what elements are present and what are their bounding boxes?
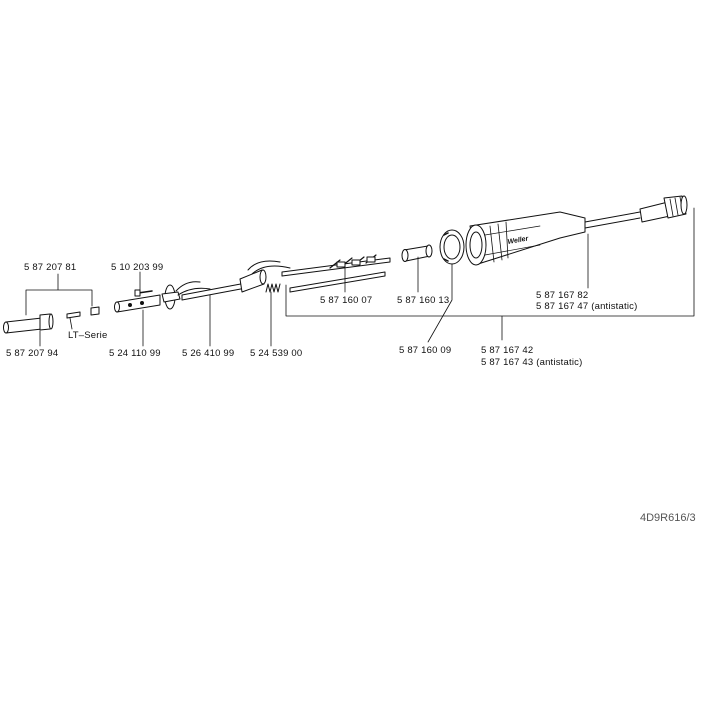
coupling-nut <box>439 229 465 265</box>
label-lt-serie: LT–Serie <box>68 330 108 341</box>
flange <box>161 281 211 310</box>
brand-mark: Weller <box>507 235 530 246</box>
label-5-87-207-94: 5 87 207 94 <box>6 348 59 359</box>
handle: Weller <box>465 211 586 266</box>
drawing-code: 4D9R616/3 <box>640 512 696 524</box>
label-5-87-167-82: 5 87 167 82 <box>536 290 589 301</box>
cable-connector <box>584 195 688 229</box>
label-5-24-539-00: 5 24 539 00 <box>250 348 303 359</box>
label-5-87-160-13: 5 87 160 13 <box>397 295 450 306</box>
leader-lines <box>25 207 695 347</box>
shaft <box>181 260 291 301</box>
contact-carrier <box>281 254 391 293</box>
spring <box>265 283 281 293</box>
heating-tube <box>114 294 161 313</box>
label-5-87-167-43: 5 87 167 43 (antistatic) <box>481 357 583 368</box>
label-5-87-207-81: 5 87 207 81 <box>24 262 77 273</box>
label-5-24-110-99: 5 24 110 99 <box>109 348 161 359</box>
label-5-87-167-47: 5 87 167 47 (antistatic) <box>536 301 638 312</box>
label-5-87-160-09: 5 87 160 09 <box>399 345 452 356</box>
soldering-tip <box>3 313 54 334</box>
label-5-87-160-07: 5 87 160 07 <box>320 295 373 306</box>
sleeve <box>401 244 433 262</box>
label-5-87-167-42: 5 87 167 42 <box>481 345 534 356</box>
lt-series-tips <box>66 306 100 319</box>
label-5-26-410-99: 5 26 410 99 <box>182 348 235 359</box>
screw <box>134 289 153 297</box>
label-5-10-203-99: 5 10 203 99 <box>111 262 164 273</box>
